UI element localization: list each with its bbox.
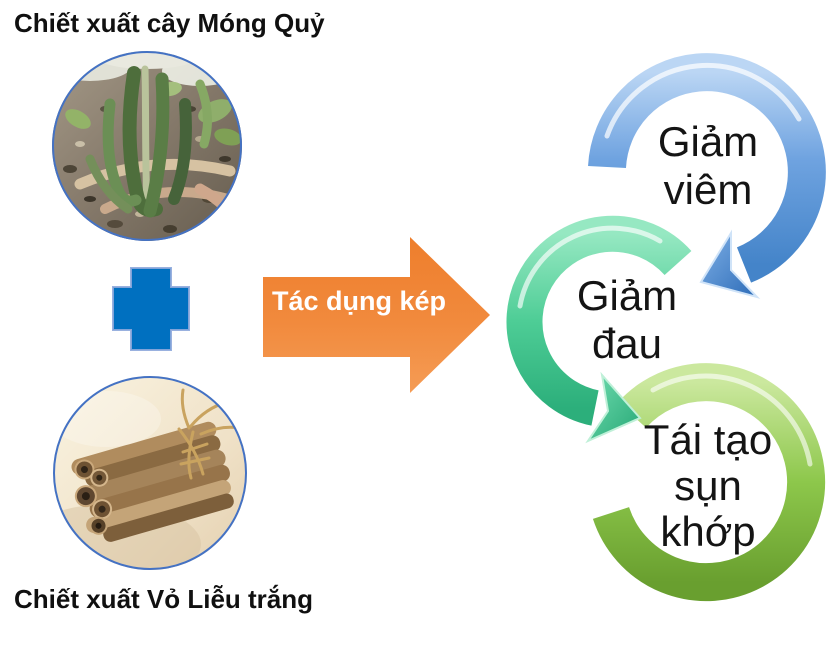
benefit-label-inflammation: Giảm viêm (597, 118, 819, 214)
right-arrow-icon (263, 237, 490, 393)
plus-cross-outline (112, 267, 190, 351)
blue-arrowhead (699, 229, 761, 299)
devils-claw-plant-illustration (52, 51, 242, 241)
benefit-line: Giảm (576, 272, 678, 319)
twine (177, 388, 241, 480)
bark-tube-ends (74, 459, 113, 535)
benefit-line: Giảm (657, 118, 759, 165)
dual-effect-label: Tác dụng kép (263, 285, 455, 317)
benefit-label-pain: Giảm đau (516, 272, 738, 368)
dual-effect-line2: kép (399, 286, 447, 316)
devils-claw-plant-photo (50, 49, 244, 243)
benefit-line: viêm (663, 166, 753, 213)
benefit-line: sụn (674, 462, 742, 509)
photo-highlight (53, 391, 161, 447)
right-arrow-shape (263, 237, 490, 393)
mint-arrowhead (585, 371, 642, 444)
dual-effect-line1: Tác dụng (271, 286, 392, 316)
photo-border (53, 376, 247, 570)
benefit-rings (506, 53, 826, 602)
benefit-line: khớp (660, 508, 756, 555)
photo-border (52, 51, 242, 241)
benefit-label-cartilage: Tái tạo sụn khớp (597, 417, 819, 555)
benefit-line: Tái tạo (643, 416, 773, 463)
caption-devils-claw: Chiết xuất cây Móng Quỷ (14, 8, 325, 38)
white-willow-bark-photo (51, 374, 249, 572)
circular-arrow-pain (506, 215, 692, 444)
caption-willow-bark: Chiết xuất Vỏ Liễu trắng (14, 584, 314, 614)
plus-cross-icon (112, 267, 190, 351)
benefit-line: đau (591, 320, 663, 367)
circular-arrow-inflammation (588, 53, 826, 299)
seed-pods (85, 66, 212, 218)
plus-cross-shape (113, 268, 189, 350)
willow-bark-illustration (53, 376, 247, 570)
circular-arrow-cartilage (592, 363, 826, 602)
